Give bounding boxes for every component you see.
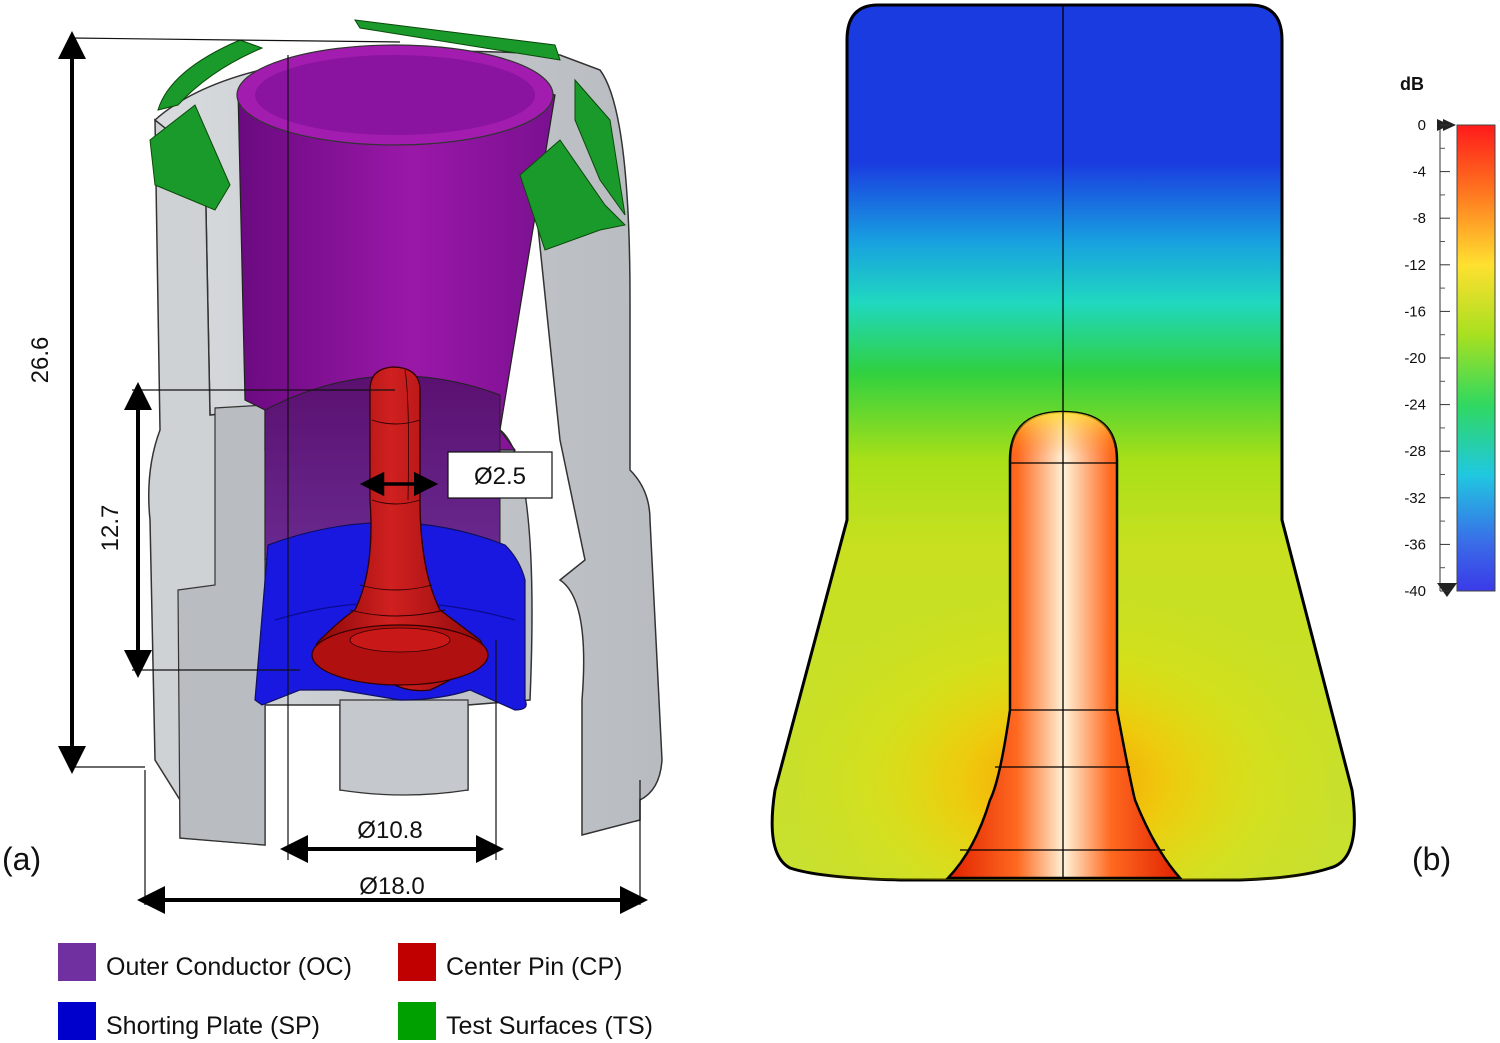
colorbar-tick-label: -40 (1404, 583, 1426, 600)
colorbar-tick-label: -28 (1404, 443, 1426, 460)
outer-conductor-inner-rim (255, 55, 535, 135)
legend-swatch-test-surfaces (398, 1002, 436, 1040)
legend-label-center-pin: Center Pin (CP) (446, 953, 622, 981)
colorbar-tick-label: -24 (1404, 397, 1426, 414)
colorbar-tick-label: -36 (1404, 536, 1426, 553)
colorbar-unit: dB (1400, 74, 1424, 94)
colorbar-tick-label: -32 (1404, 490, 1426, 507)
colorbar-ticks: 0 -4 -8 -12 -16 -20 -24 -28 -32 -36 -40 (1404, 117, 1450, 600)
legend-label-test-surfaces: Test Surfaces (TS) (446, 1012, 653, 1040)
colorbar-tick-label: -16 (1404, 303, 1426, 320)
panel-b-field-plot: (b) (770, 3, 1451, 882)
dim-label-pin-diameter: Ø2.5 (474, 463, 526, 490)
bottom-bore (339, 699, 469, 796)
colorbar-tick-label: -12 (1404, 257, 1426, 274)
colorbar-bottom-marker (1437, 583, 1457, 597)
panel-a-label: (a) (2, 841, 41, 877)
legend-swatch-outer-conductor (58, 943, 96, 981)
colorbar-tick-label: 0 (1418, 117, 1426, 134)
panel-b-label: (b) (1412, 841, 1451, 877)
dim-label-pin-height: 12.7 (97, 505, 124, 552)
dim-label-total-height: 26.6 (27, 337, 54, 384)
colorbar-tick-label: -4 (1413, 164, 1426, 181)
dim-label-inner-diameter: Ø10.8 (357, 817, 422, 844)
legend-swatch-center-pin (398, 943, 436, 981)
legend-label-outer-conductor: Outer Conductor (OC) (106, 953, 352, 981)
colorbar-tick-label: -8 (1413, 210, 1426, 227)
colorbar-tick-label: -20 (1404, 350, 1426, 367)
legend-label-shorting-plate: Shorting Plate (SP) (106, 1012, 320, 1040)
panel-a-model: 26.6 12.7 Ø2.5 Ø10.8 Ø18.0 (a) (2, 19, 663, 914)
dim-label-outer-diameter: Ø18.0 (359, 873, 424, 900)
colorbar: dB 0 -4 -8 -12 -16 -20 -24 -28 -32 -36 -40 (1400, 74, 1496, 600)
legend-swatch-shorting-plate (58, 1002, 96, 1040)
legend: Outer Conductor (OC) Center Pin (CP) Sho… (58, 943, 653, 1040)
test-surfaces (149, 19, 627, 251)
ref-line-top (71, 37, 401, 43)
pin-diameter-box (447, 451, 553, 499)
center-pin (311, 366, 489, 692)
colorbar-gradient (1456, 124, 1496, 592)
